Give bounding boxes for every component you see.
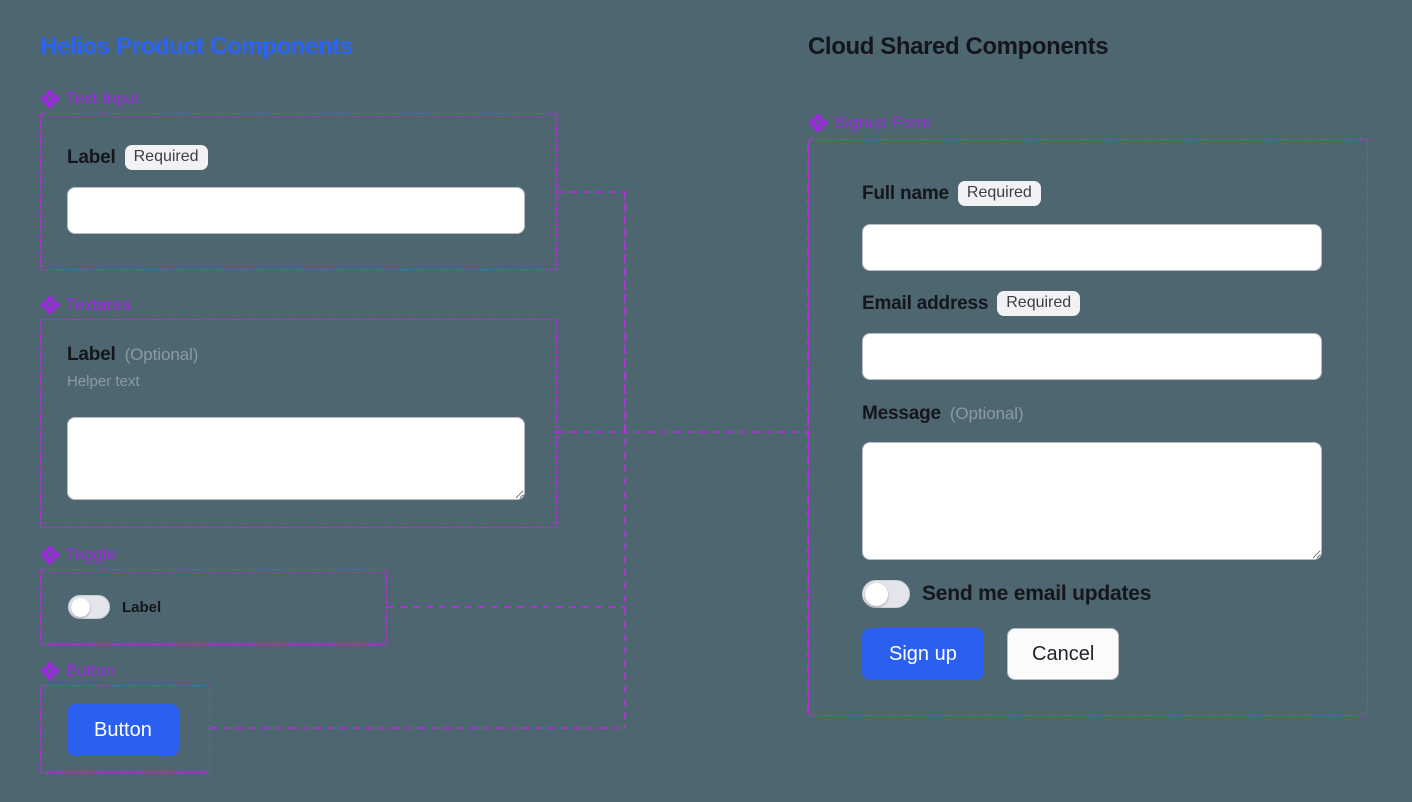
section-label-button: Button <box>39 660 116 683</box>
message-label: Message <box>862 403 941 424</box>
newsletter-toggle-row: Send me email updates <box>862 580 1151 608</box>
full-name-label-row: Full name Required <box>862 181 1041 207</box>
textarea-optional-note: (Optional) <box>124 345 199 364</box>
full-name-required-badge: Required <box>957 181 1041 207</box>
newsletter-toggle-label: Send me email updates <box>922 582 1152 605</box>
full-name-label: Full name <box>862 182 949 204</box>
section-label-textarea: Textarea <box>39 294 132 317</box>
component-diamond-icon <box>39 294 62 317</box>
email-label-row: Email address Required <box>862 291 1081 317</box>
message-textarea[interactable] <box>862 442 1322 560</box>
textarea-label: Label <box>67 344 116 365</box>
section-label-text: Toggle <box>66 545 117 564</box>
cancel-button[interactable]: Cancel <box>1007 628 1120 680</box>
text-input-label-row: Label Required <box>67 145 208 171</box>
component-diamond-icon <box>39 660 62 683</box>
frame-text-input <box>40 113 557 270</box>
section-label-text: Text Input <box>66 89 140 108</box>
section-label-text: Textarea <box>66 295 132 314</box>
textarea-helper-text: Helper text <box>67 373 140 390</box>
section-label-text-input: Text Input <box>39 88 140 111</box>
textarea-label-block: Label (Optional) Helper text <box>67 344 198 390</box>
text-input-wrapper <box>67 187 525 234</box>
frame-textarea <box>40 319 557 528</box>
textarea-wrapper <box>67 417 525 500</box>
full-name-wrapper <box>862 224 1322 271</box>
section-label-toggle: Toggle <box>39 544 117 567</box>
component-diamond-icon <box>39 88 62 111</box>
message-optional-note: (Optional) <box>949 404 1024 423</box>
section-label-signup-form: Signup Form <box>807 112 932 135</box>
page-title-left: Helios Product Components <box>40 33 353 60</box>
demo-button[interactable]: Button <box>67 704 179 756</box>
message-label-row: Message (Optional) <box>862 403 1024 425</box>
toggle-row: Label <box>68 595 161 619</box>
textarea-field[interactable] <box>67 417 525 500</box>
full-name-input[interactable] <box>862 224 1322 271</box>
email-input[interactable] <box>862 333 1322 380</box>
page-title-right: Cloud Shared Components <box>808 33 1109 60</box>
text-input-field[interactable] <box>67 187 525 234</box>
toggle-knob <box>71 597 90 617</box>
text-input-required-badge: Required <box>124 145 208 171</box>
text-input-label: Label <box>67 146 116 168</box>
frame-toggle <box>40 569 387 645</box>
email-wrapper <box>862 333 1322 380</box>
message-wrapper <box>862 442 1322 560</box>
component-diamond-icon <box>39 544 62 567</box>
toggle-label: Label <box>122 598 162 616</box>
email-required-badge: Required <box>997 291 1081 317</box>
newsletter-toggle-switch[interactable] <box>862 580 910 608</box>
section-label-text: Signup Form <box>834 113 932 132</box>
newsletter-toggle-knob <box>865 582 888 606</box>
toggle-switch[interactable] <box>68 595 110 619</box>
sign-up-button[interactable]: Sign up <box>862 628 984 680</box>
section-label-text: Button <box>66 661 116 680</box>
component-diamond-icon <box>807 112 830 135</box>
connector-text-input <box>557 191 626 432</box>
email-label: Email address <box>862 292 989 314</box>
frame-button <box>40 685 210 773</box>
